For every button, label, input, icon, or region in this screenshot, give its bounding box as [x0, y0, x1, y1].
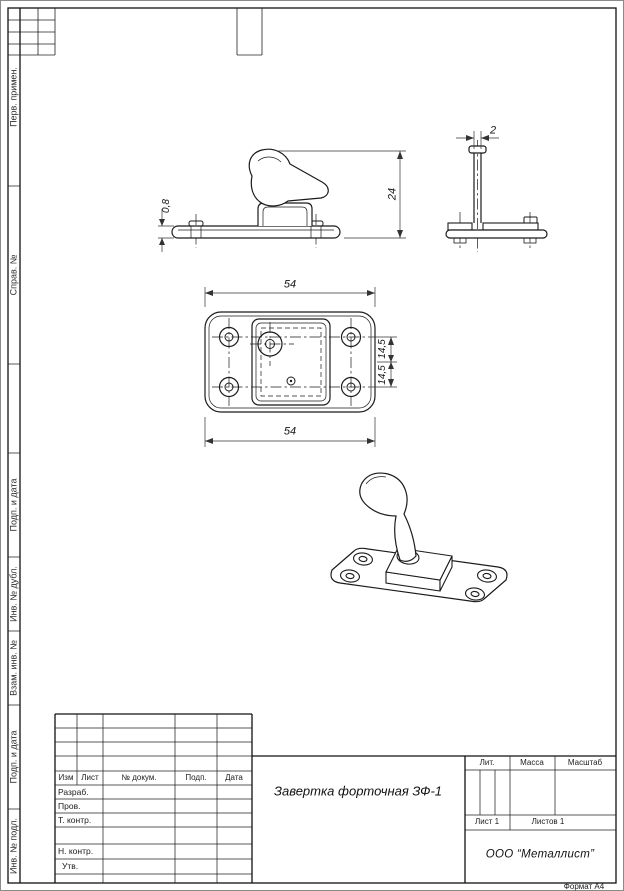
top-designation-cell [236, 8, 263, 56]
tb-sheet-label: Лист 1 [474, 817, 500, 826]
tb-lit-label: Лит. [479, 758, 495, 767]
tb-col-izm: Изм [58, 773, 74, 782]
tb-scale-label: Масштаб [567, 758, 603, 767]
document-title: Завертка форточная ЗФ-1 [273, 783, 443, 799]
format-note: Формат А4 [563, 882, 605, 891]
dim-width-bottom: 54 [283, 425, 297, 438]
tb-row-utv: Утв. [62, 860, 79, 871]
margin-label-inv-dubl: Инв. № дубл. [8, 566, 19, 622]
frame [7, 7, 617, 884]
margin-strip [8, 185, 20, 810]
tb-col-podp: Подп. [185, 773, 207, 782]
dim-width-top: 54 [283, 278, 297, 291]
tb-sheets-label: Листов 1 [531, 817, 565, 826]
dim-plate-thickness: 0,8 [161, 199, 172, 213]
dim-height-24: 24 [386, 187, 399, 201]
tb-col-data: Дата [225, 773, 243, 782]
title-block-grid [54, 713, 616, 883]
margin-label-vzam-inv: Взам. инв. № [8, 640, 19, 696]
view-front [158, 148, 406, 252]
corner-stamp-grid [8, 8, 56, 56]
tb-company-name: ООО “Металлист” [485, 848, 595, 861]
margin-label-podp-data-1: Подп. и дата [8, 478, 19, 532]
tb-row-razrab: Разраб. [58, 786, 89, 797]
tb-row-prov: Пров. [58, 800, 81, 811]
view-side [445, 131, 548, 252]
margin-label-podp-data-2: Подп. и дата [8, 730, 19, 784]
tb-col-dokum: № докум. [121, 773, 157, 782]
tb-mass-label: Масса [520, 758, 544, 767]
dim-side-thickness: 2 [489, 124, 497, 137]
margin-label-inv-podl: Инв. № подл. [8, 817, 19, 875]
dim-hole-offset-lower: 14,5 [377, 365, 388, 385]
view-isometric [330, 472, 508, 603]
margin-label-sprav-no: Справ. № [8, 254, 19, 296]
tb-row-n-kontr: Н. контр. [58, 845, 94, 856]
view-plan [204, 287, 397, 447]
dim-hole-offset-upper: 14,5 [377, 339, 388, 359]
margin-label-perv-primen: Перв. примен. [8, 67, 19, 127]
tb-row-t-kontr: Т. контр. [58, 814, 92, 825]
tb-col-list: Лист [81, 773, 99, 782]
